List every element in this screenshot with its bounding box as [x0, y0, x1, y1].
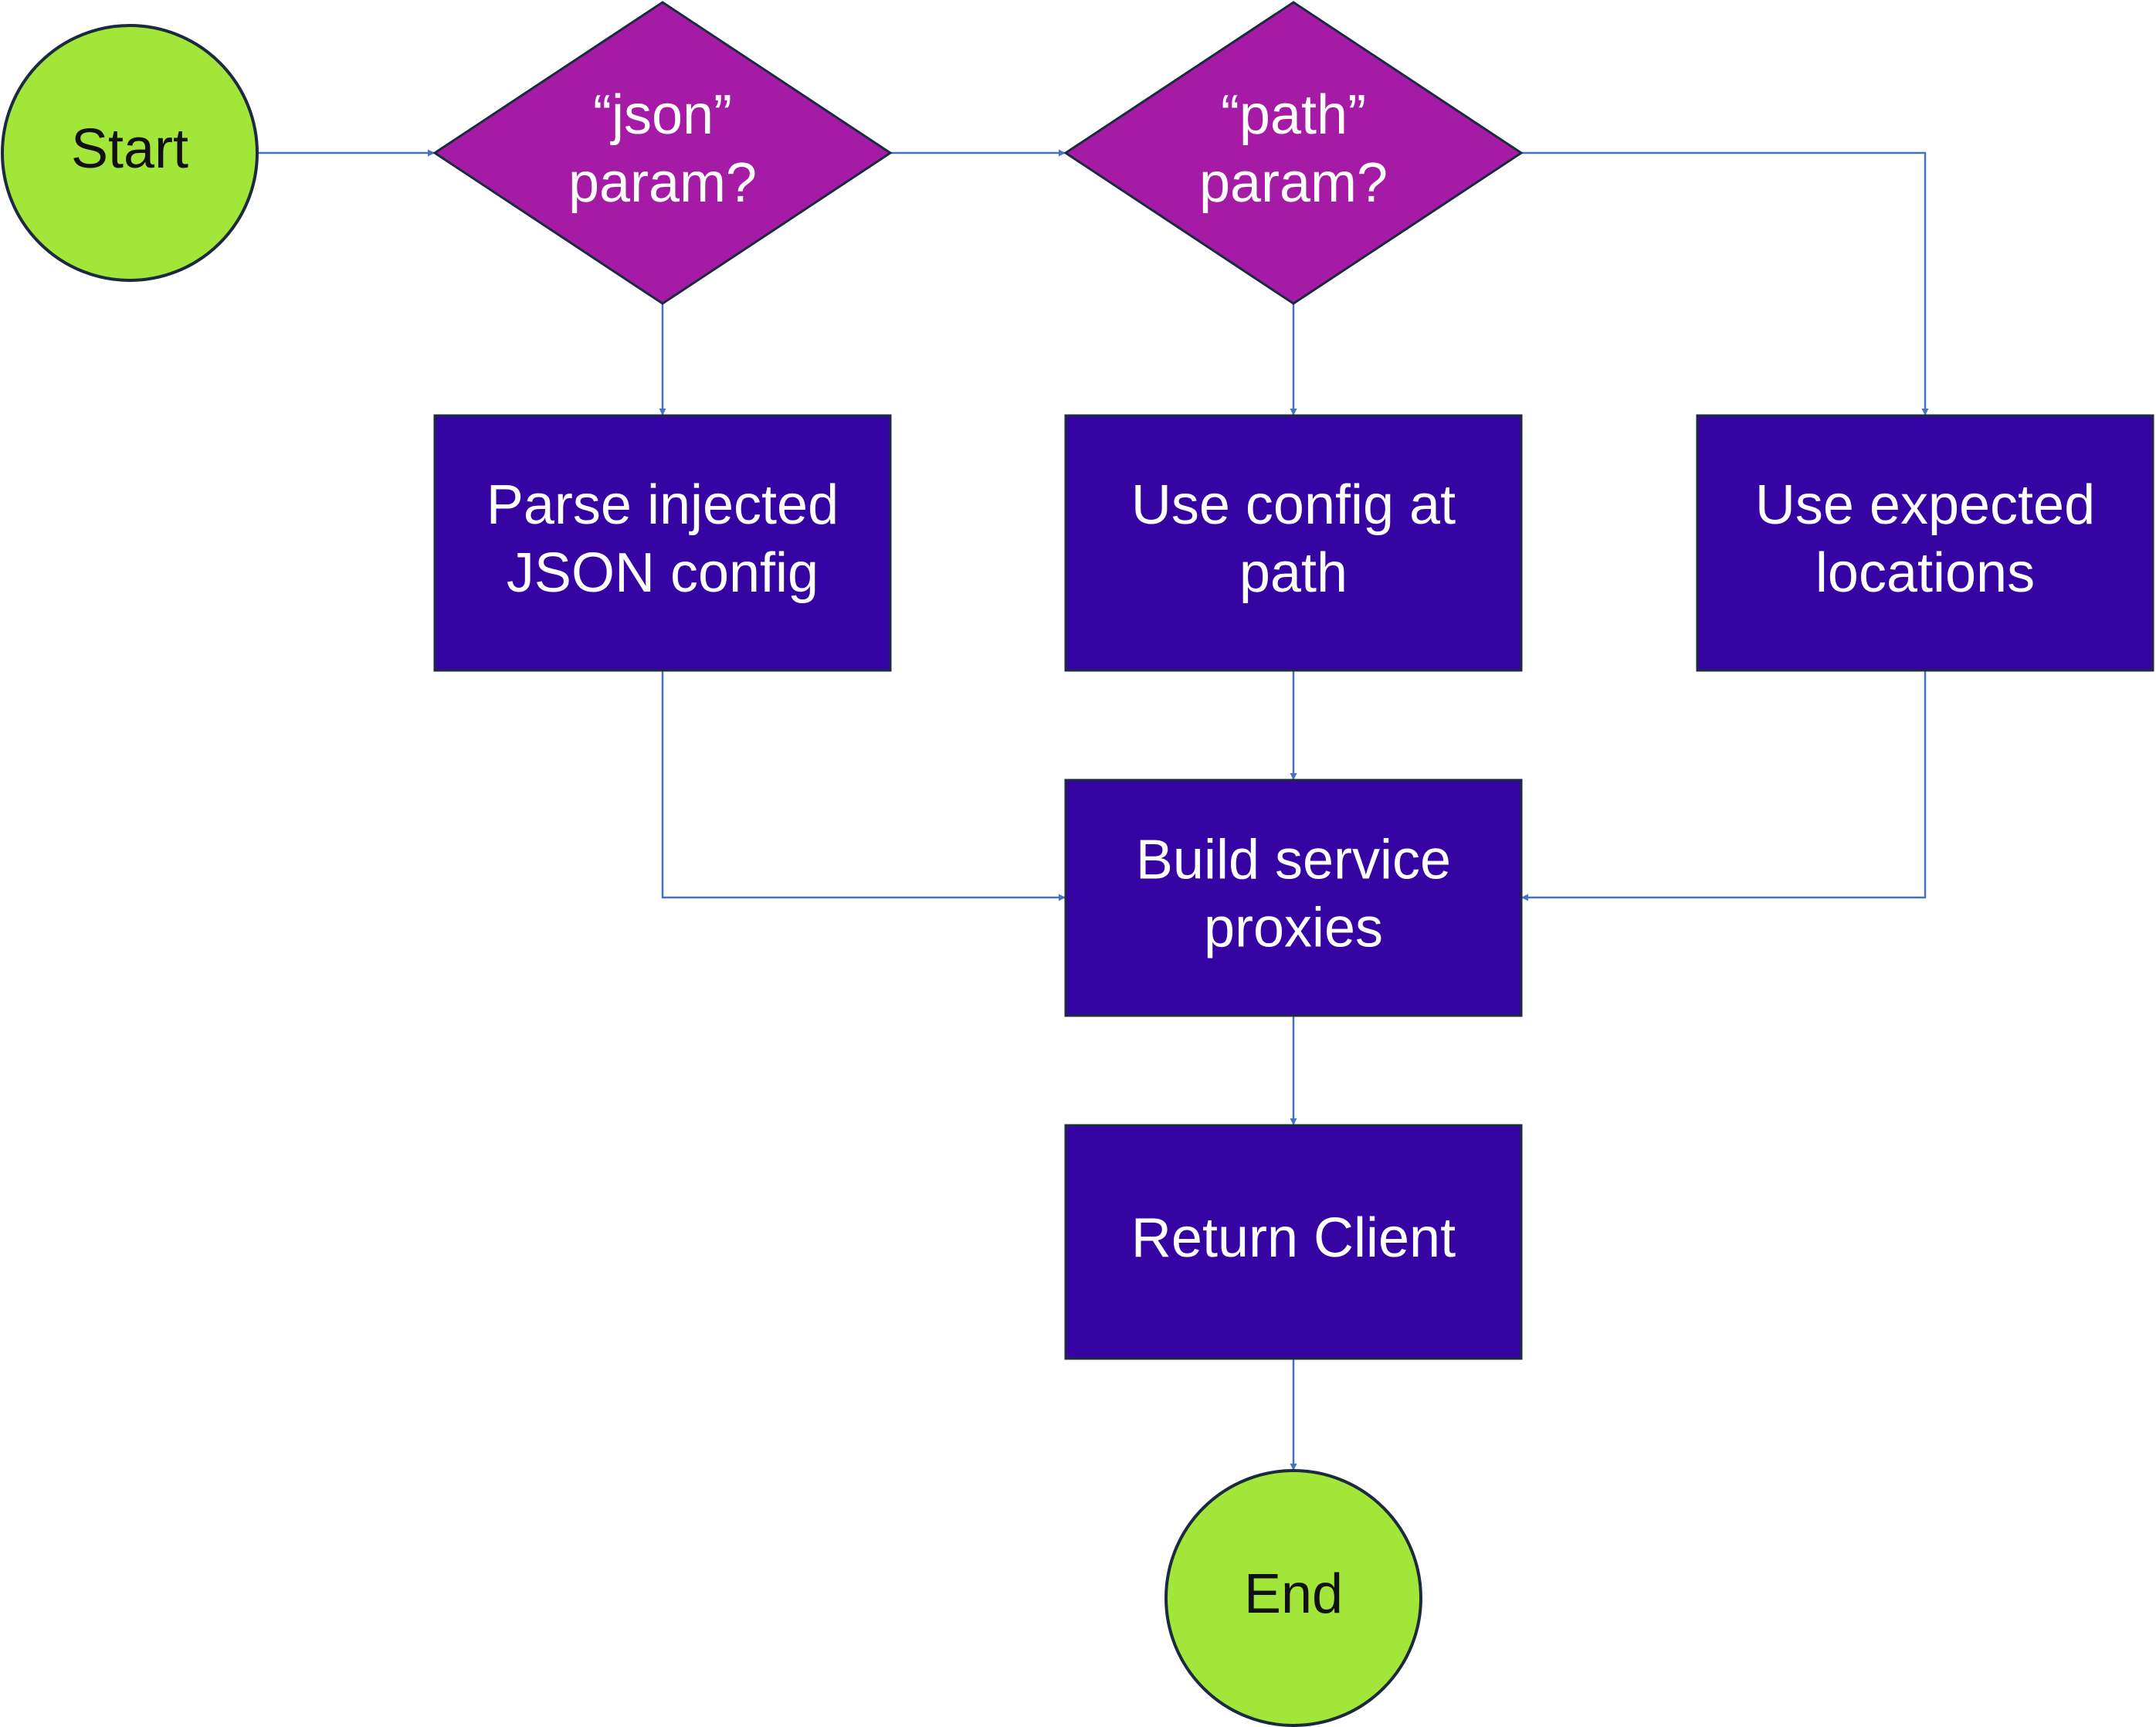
path-decision-node: “path”param? [1063, 1, 1524, 305]
json-decision-diamond-shape [432, 1, 893, 305]
return-client-node: Return Client [1064, 1124, 1523, 1360]
start-terminal-shape [1, 24, 259, 282]
use-expected-label-line-1: Use expected [1755, 474, 2095, 536]
end-node: End [1164, 1469, 1422, 1727]
json-decision-node: “json”param? [432, 1, 893, 305]
build-proxies-label-line-1: Build service [1136, 830, 1451, 891]
build-proxies-box-shape [1064, 779, 1523, 1017]
return-client-box-shape [1064, 1124, 1523, 1360]
build-proxies-label-line-2: proxies [1204, 897, 1383, 959]
start-label-line-1: Start [71, 118, 188, 180]
connectors-layer [259, 149, 1929, 1471]
start-node: Start [1, 24, 259, 282]
connector-parse-json-to-build [661, 670, 1066, 901]
path-decision-label-line-1: “path” [1221, 84, 1366, 146]
end-label-line-1: End [1244, 1563, 1343, 1625]
json-decision-label-line-1: “json” [593, 84, 732, 146]
connector-path-to-use-expected [1521, 151, 1929, 416]
parse-json-label-line-2: JSON config [507, 542, 819, 604]
path-decision-label-line-2: param? [1199, 152, 1388, 214]
parse-json-box-shape [433, 414, 892, 672]
parse-json-label-line-1: Parse injected [486, 474, 839, 536]
use-path-label-line-1: Use config at [1131, 474, 1456, 536]
return-client-label-line-1: Return Client [1131, 1207, 1456, 1269]
connector-use-expected-to-build [1521, 670, 1927, 901]
use-path-box-shape [1064, 414, 1523, 672]
json-decision-label-line-2: param? [568, 152, 757, 214]
end-terminal-shape [1164, 1469, 1422, 1727]
use-path-label-line-2: path [1239, 542, 1348, 604]
use-expected-label-line-2: locations [1815, 542, 2035, 604]
path-decision-diamond-shape [1063, 1, 1524, 305]
use-expected-box-shape [1696, 414, 2154, 672]
